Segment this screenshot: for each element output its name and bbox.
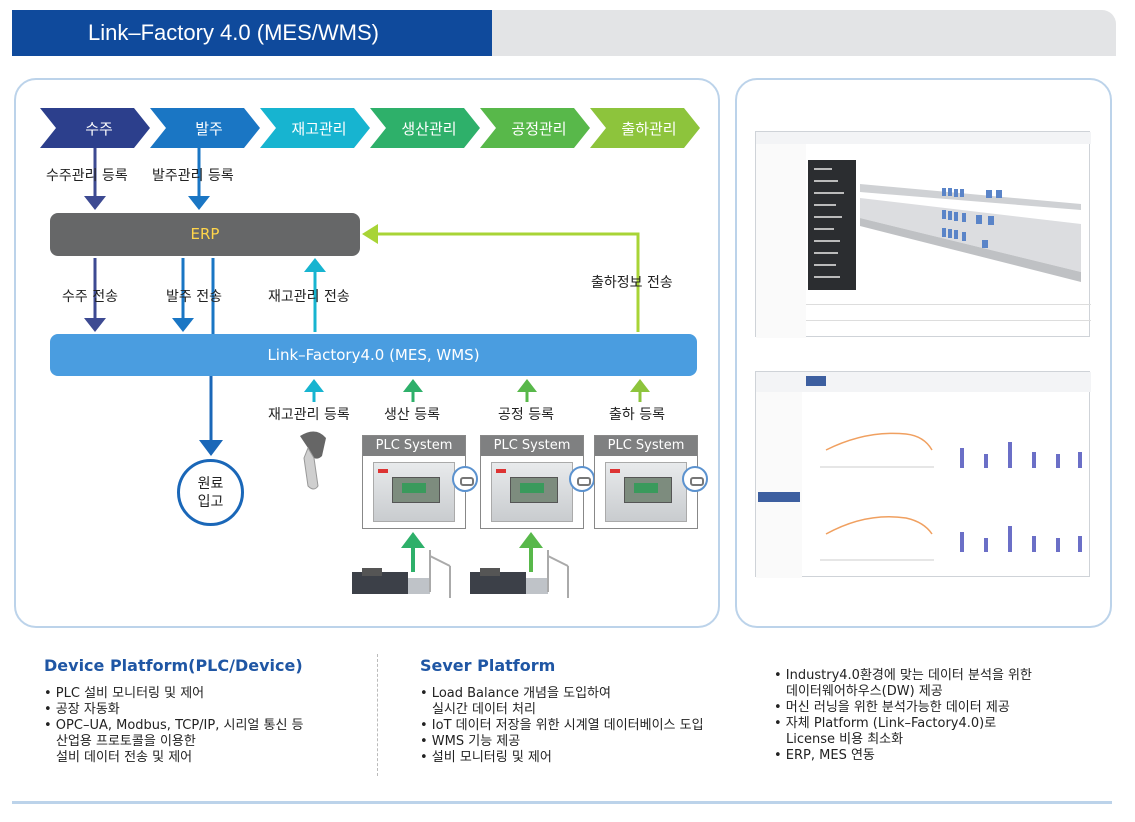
process-step-label: 수주 bbox=[85, 120, 113, 138]
material-in-label-2: 입고 bbox=[197, 494, 224, 510]
bullet-item: • 자체 Platform (Link–Factory4.0)로 bbox=[774, 716, 997, 731]
link-factory-box: Link–Factory4.0 (MES, WMS) bbox=[50, 334, 697, 376]
server-platform-bullets: • Load Balance 개념을 도입하여 실시간 데이터 처리 • IoT… bbox=[420, 686, 704, 766]
device-platform-title: Device Platform(PLC/Device) bbox=[44, 656, 303, 675]
process-reg-label: 공정 등록 bbox=[498, 407, 554, 423]
bullet-item: • PLC 설비 모니터링 및 제어 bbox=[44, 686, 205, 701]
material-in-label-1: 원료 bbox=[197, 476, 224, 492]
plc-title: PLC System bbox=[595, 436, 697, 456]
3d-dashboard-image bbox=[756, 132, 1091, 338]
monitor-icon bbox=[569, 466, 595, 492]
purchase-reg-label: 발주관리 등록 bbox=[152, 168, 234, 184]
plc-device-image bbox=[491, 462, 573, 522]
production-reg-label: 생산 등록 bbox=[384, 407, 440, 423]
bullet-continuation: 설비 데이터 전송 및 제어 bbox=[56, 750, 193, 765]
inventory-reg-label: 재고관리 등록 bbox=[268, 407, 350, 423]
machine-arrows bbox=[401, 532, 543, 572]
plc-device-image bbox=[605, 462, 687, 522]
process-chevron bbox=[260, 108, 370, 148]
order-reg-label: 수주관리 등록 bbox=[46, 168, 128, 184]
inventory-send-label: 재고관리 전송 bbox=[268, 289, 350, 305]
barcode-scanner-icon bbox=[300, 431, 326, 490]
monitor-icon bbox=[682, 466, 708, 492]
erp-box: ERP bbox=[50, 213, 360, 256]
bullet-item: • 공장 자동화 bbox=[44, 702, 120, 717]
device-platform-bullets: • PLC 설비 모니터링 및 제어 • 공장 자동화 • OPC–UA, Mo… bbox=[44, 686, 304, 766]
inventory-send-arrow bbox=[304, 258, 326, 332]
analytics-dashboard-screenshot bbox=[755, 371, 1091, 578]
registration-arrows bbox=[304, 379, 650, 402]
bullet-continuation: License 비용 최소화 bbox=[786, 732, 904, 747]
shipping-reg-label: 출하 등록 bbox=[609, 407, 665, 423]
plc-title: PLC System bbox=[481, 436, 583, 456]
process-chevron bbox=[590, 108, 700, 148]
plc-system-3: PLC System bbox=[594, 435, 698, 529]
process-step-label: 생산관리 bbox=[401, 120, 457, 138]
purchase-arrows bbox=[172, 148, 215, 334]
bullet-item: • 머신 러닝을 위한 분석가능한 데이터 제공 bbox=[774, 700, 1010, 715]
plc-system-1: PLC System bbox=[362, 435, 466, 529]
bullet-item: • Industry4.0환경에 맞는 데이터 분석을 위한 bbox=[774, 668, 1032, 683]
order-arrows bbox=[84, 148, 106, 332]
process-step-label: 공정관리 bbox=[511, 120, 567, 138]
material-in-arrow bbox=[199, 376, 223, 456]
order-send-label: 수주 전송 bbox=[62, 289, 118, 305]
machine-icon-2 bbox=[470, 550, 569, 598]
bullet-item: • ERP, MES 연동 bbox=[774, 748, 875, 763]
bottom-rule bbox=[12, 801, 1112, 804]
process-step-label: 발주 bbox=[195, 120, 223, 138]
shipping-info-arrow bbox=[362, 224, 640, 332]
bullet-item: • Load Balance 개념을 도입하여 bbox=[420, 686, 611, 701]
bullet-item: • IoT 데이터 저장을 위한 시계열 데이터베이스 도입 bbox=[420, 718, 704, 733]
data-platform-bullets: • Industry4.0환경에 맞는 데이터 분석을 위한 데이터웨어하우스(… bbox=[774, 668, 1032, 764]
plc-device-image bbox=[373, 462, 455, 522]
monitor-icon bbox=[452, 466, 478, 492]
process-step-label: 출하관리 bbox=[621, 120, 677, 138]
plc-title: PLC System bbox=[363, 436, 465, 456]
bullet-item: • 설비 모니터링 및 제어 bbox=[420, 750, 552, 765]
bullet-continuation: 실시간 데이터 처리 bbox=[432, 702, 536, 717]
process-chevron bbox=[40, 108, 150, 148]
3d-dashboard-screenshot bbox=[755, 131, 1091, 338]
shipping-info-send-label: 출하정보 전송 bbox=[591, 275, 673, 291]
server-platform-title: Sever Platform bbox=[420, 656, 556, 675]
process-chevron bbox=[370, 108, 480, 148]
process-chevron bbox=[150, 108, 260, 148]
plc-system-2: PLC System bbox=[480, 435, 584, 529]
material-in-circle: 원료 입고 bbox=[177, 459, 244, 526]
bullet-item: • OPC–UA, Modbus, TCP/IP, 시리얼 통신 등 bbox=[44, 718, 304, 733]
bullet-item: • WMS 기능 제공 bbox=[420, 734, 521, 749]
bullet-continuation: 산업용 프로토콜을 이용한 bbox=[56, 734, 196, 749]
analytics-dashboard-image bbox=[756, 372, 1091, 578]
process-step-label: 재고관리 bbox=[291, 120, 347, 138]
page-title: Link–Factory 4.0 (MES/WMS) bbox=[12, 10, 492, 56]
section-divider bbox=[377, 654, 378, 776]
process-chevrons bbox=[40, 108, 700, 148]
purchase-send-label: 발주 전송 bbox=[166, 289, 222, 305]
machine-icon-1 bbox=[352, 550, 451, 598]
process-chevron bbox=[480, 108, 590, 148]
bullet-continuation: 데이터웨어하우스(DW) 제공 bbox=[786, 684, 943, 699]
